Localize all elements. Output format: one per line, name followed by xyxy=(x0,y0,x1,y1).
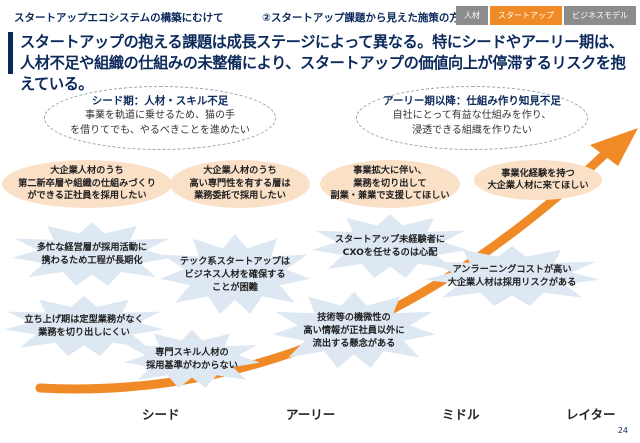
burst-shape-2 xyxy=(160,234,310,314)
page-title: スタートアップの抱える課題は成長ステージによって異なる。特にシードやアーリー期は… xyxy=(20,33,626,93)
cloud-early: アーリー期以降：仕組み作り知見不足 自社にとって有益な仕組みを作り、 浸透できる… xyxy=(356,86,588,150)
issue-text-1: 多忙な経営層が採用活動に 携わるため工程が長期化 xyxy=(36,242,148,266)
tab-jinzai[interactable]: 人材 xyxy=(456,6,488,25)
stage-later: レイター xyxy=(566,407,616,422)
burst-shape-7 xyxy=(124,330,260,388)
issue-burst-7: 専門スキル人材の 採用基準がわからない xyxy=(124,330,260,388)
cloud-early-line2: 浸透できる組織を作りたい xyxy=(412,125,532,136)
issue-text-4: アンラーニングコストが高い 大企業人材は採用リスクがある xyxy=(447,264,577,288)
issue-burst-2: テック系スタートアップは ビジネス人材を確保する ことが困難 xyxy=(160,234,310,314)
burst-shape-6 xyxy=(272,292,436,368)
title-accent-bar xyxy=(8,32,13,74)
burst-shape-5 xyxy=(4,296,164,356)
growth-curve-arrowhead xyxy=(590,128,638,166)
stage-middle: ミドル xyxy=(442,407,480,422)
tab-business-model[interactable]: ビジネスモデル xyxy=(564,6,636,25)
issue-burst-6: 技術等の機微性の 高い情報が正社員以外に 流出する懸念がある xyxy=(272,292,436,368)
issue-burst-4: アンラーニングコストが高い 大企業人材は採用リスクがある xyxy=(424,246,600,306)
need-bubble-1: 大企業人材のうち 第二新卒層や組織の仕組みづくり ができる正社員を採用したい xyxy=(2,160,172,208)
burst-shape-4 xyxy=(424,246,600,306)
tab-startup[interactable]: スタートアップ xyxy=(490,6,562,25)
need-bubble-3: 事業拡大に伴い、 業務を切り出して 副業・兼業で支援してほしい xyxy=(320,160,460,208)
category-tabs: 人材 スタートアップ ビジネスモデル xyxy=(456,6,636,25)
need-bubble-4: 事業化経験を持つ 大企業人材に来てほしい xyxy=(474,160,602,200)
cloud-seed-line1: 事業を軌道に乗せるため、猫の手 xyxy=(85,110,235,121)
page-number: 24 xyxy=(617,426,628,435)
issue-text-3: スタートアップ未経験者に CXOを任せるのは心配 xyxy=(334,234,446,258)
issue-text-2: テック系スタートアップは ビジネス人材を確保する ことが困難 xyxy=(179,255,291,293)
issue-text-6: 技術等の機微性の 高い情報が正社員以外に 流出する懸念がある xyxy=(303,311,405,349)
stage-seed: シード xyxy=(142,407,180,422)
issue-burst-1: 多忙な経営層が採用活動に 携わるため工程が長期化 xyxy=(12,222,172,286)
cloud-seed-line2: を借りてでも、やるべきことを進めたい xyxy=(70,125,250,136)
need-bubble-2: 大企業人材のうち 高い専門性を有する層は 業務委託で採用したい xyxy=(170,160,310,208)
cloud-early-line1: 自社にとって有益な仕組みを作り、 xyxy=(392,110,552,121)
cloud-seed-heading: シード期：人材・スキル不足 xyxy=(91,95,229,107)
stage-early: アーリー xyxy=(286,407,336,422)
breadcrumb-subsection: ②スタートアップ課題から見えた施策の方向性 xyxy=(262,12,481,24)
burst-shape-1 xyxy=(12,222,172,286)
issue-text-7: 専門スキル人材の 採用基準がわからない xyxy=(146,347,238,371)
issue-text-5: 立ち上げ期は定型業務がなく 業務を切り出しにくい xyxy=(24,314,144,338)
cloud-early-heading: アーリー期以降：仕組み作り知見不足 xyxy=(383,95,561,107)
breadcrumb-section: スタートアップエコシステムの構築にむけて xyxy=(14,12,224,24)
cloud-seed: シード期：人材・スキル不足 事業を軌道に乗せるため、猫の手 を借りてでも、やるべ… xyxy=(44,86,276,150)
issue-burst-5: 立ち上げ期は定型業務がなく 業務を切り出しにくい xyxy=(4,296,164,356)
